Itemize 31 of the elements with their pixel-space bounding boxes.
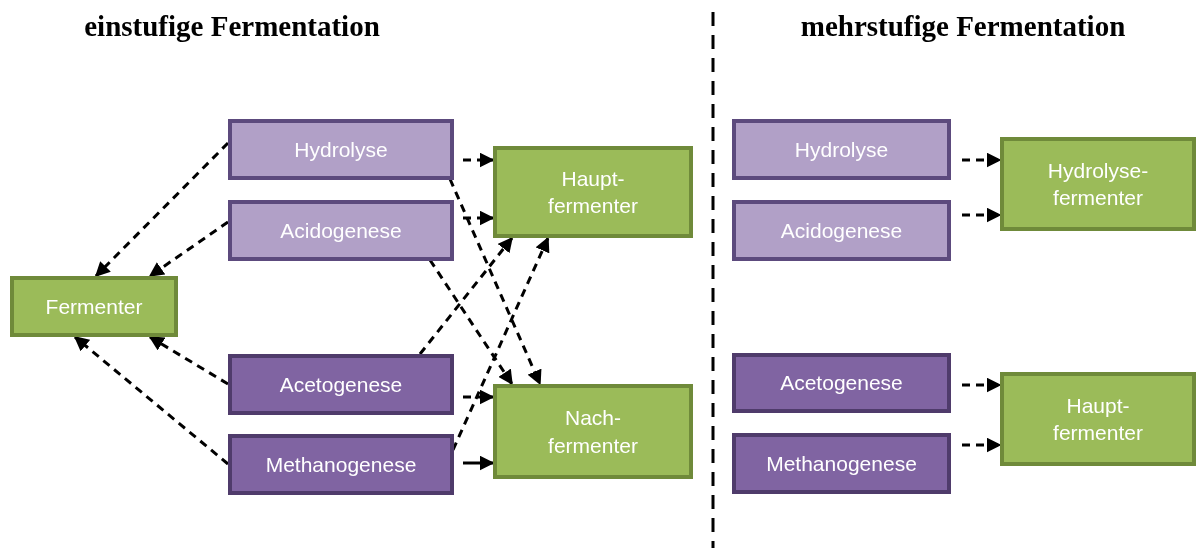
arrow xyxy=(463,389,495,405)
arrow xyxy=(148,335,229,386)
process-box: Acetogenese xyxy=(228,354,454,415)
arrow xyxy=(962,207,1002,223)
arrow xyxy=(448,178,542,386)
arrow xyxy=(463,455,495,471)
arrow xyxy=(451,236,550,451)
arrow xyxy=(463,152,495,168)
arrow xyxy=(418,236,514,355)
process-box: Methanogenese xyxy=(228,434,454,495)
arrow xyxy=(962,377,1002,393)
arrow xyxy=(463,210,495,226)
arrow xyxy=(962,437,1002,453)
process-box: Methanogenese xyxy=(732,433,951,494)
arrow xyxy=(148,220,229,278)
arrow xyxy=(428,259,514,386)
fermenter-box: Haupt- fermenter xyxy=(493,146,693,238)
process-box: Hydrolyse xyxy=(732,119,951,180)
heading: einstufige Fermentation xyxy=(84,10,380,43)
fermenter-box: Nach- fermenter xyxy=(493,384,693,479)
arrow xyxy=(94,141,230,278)
arrow xyxy=(962,152,1002,168)
process-box: Acidogenese xyxy=(228,200,454,261)
fermenter-box: Haupt- fermenter xyxy=(1000,372,1196,466)
fermenter-box: Fermenter xyxy=(10,276,178,337)
arrow xyxy=(73,335,229,466)
process-box: Acetogenese xyxy=(732,353,951,413)
process-box: Hydrolyse xyxy=(228,119,454,180)
heading: mehrstufige Fermentation xyxy=(800,10,1126,43)
fermenter-box: Hydrolyse- fermenter xyxy=(1000,137,1196,231)
process-box: Acidogenese xyxy=(732,200,951,261)
